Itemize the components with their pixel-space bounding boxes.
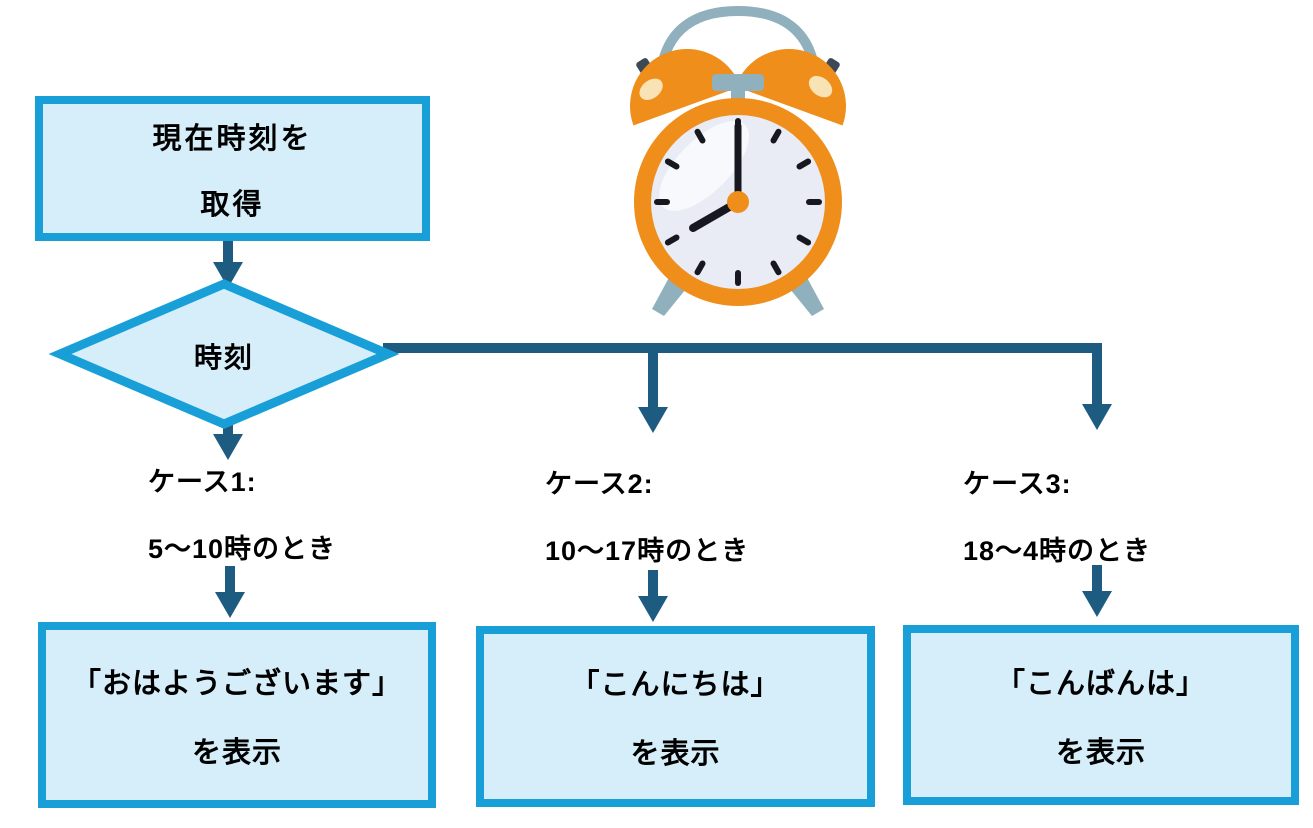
case1-label: ケース1: 5〜10時のとき	[148, 460, 336, 566]
arrow-branch-to-case2	[638, 353, 668, 433]
branch-line-horizontal	[383, 343, 1102, 353]
clock-face-shine	[659, 121, 749, 211]
clock-bell-left	[630, 49, 741, 126]
clock-top-button	[712, 74, 764, 91]
result-morning-action: を表示	[191, 736, 282, 769]
arrow-decision-to-case1	[213, 420, 243, 460]
arrow-start-to-decision	[213, 239, 243, 288]
result-box-morning: 「おはようございます」 を表示	[38, 622, 436, 808]
case3-label: ケース3: 18〜4時のとき	[963, 462, 1151, 568]
result-evening-action: を表示	[1055, 736, 1146, 769]
arrow-branch-to-case3	[1082, 343, 1112, 430]
decision-label: 時刻	[193, 342, 254, 373]
result-evening-text: 「こんばんは」	[995, 667, 1206, 700]
clock-center-pin	[727, 191, 749, 213]
result-daytime-text: 「こんにちは」	[570, 669, 781, 701]
case2-label: ケース2: 10〜17時のとき	[545, 462, 749, 568]
alarm-clock-icon	[630, 5, 846, 316]
case3-condition: 18〜4時のとき	[963, 536, 1152, 566]
process-box-text-line2: 取得	[200, 188, 265, 221]
arrow-case2-to-result	[638, 570, 668, 622]
case1-title: ケース1:	[148, 467, 257, 497]
process-box-get-time: 現在時刻を 取得	[35, 96, 430, 241]
case2-title: ケース2:	[545, 469, 654, 499]
clock-handle	[655, 5, 821, 89]
result-box-daytime: 「こんにちは」 を表示	[476, 626, 875, 807]
clock-bell-right	[735, 49, 846, 126]
arrow-case1-to-result	[215, 566, 245, 618]
result-daytime-action: を表示	[630, 738, 721, 770]
result-morning-text: 「おはようございます」	[71, 667, 402, 700]
case3-title: ケース3:	[963, 469, 1072, 499]
case2-condition: 10〜17時のとき	[545, 536, 750, 566]
arrow-case3-to-result	[1082, 565, 1112, 617]
clock-ticks	[654, 118, 822, 286]
case1-condition: 5〜10時のとき	[148, 534, 337, 564]
process-box-text-line1: 現在時刻を	[152, 122, 313, 155]
result-box-evening: 「こんばんは」 を表示	[903, 625, 1299, 805]
